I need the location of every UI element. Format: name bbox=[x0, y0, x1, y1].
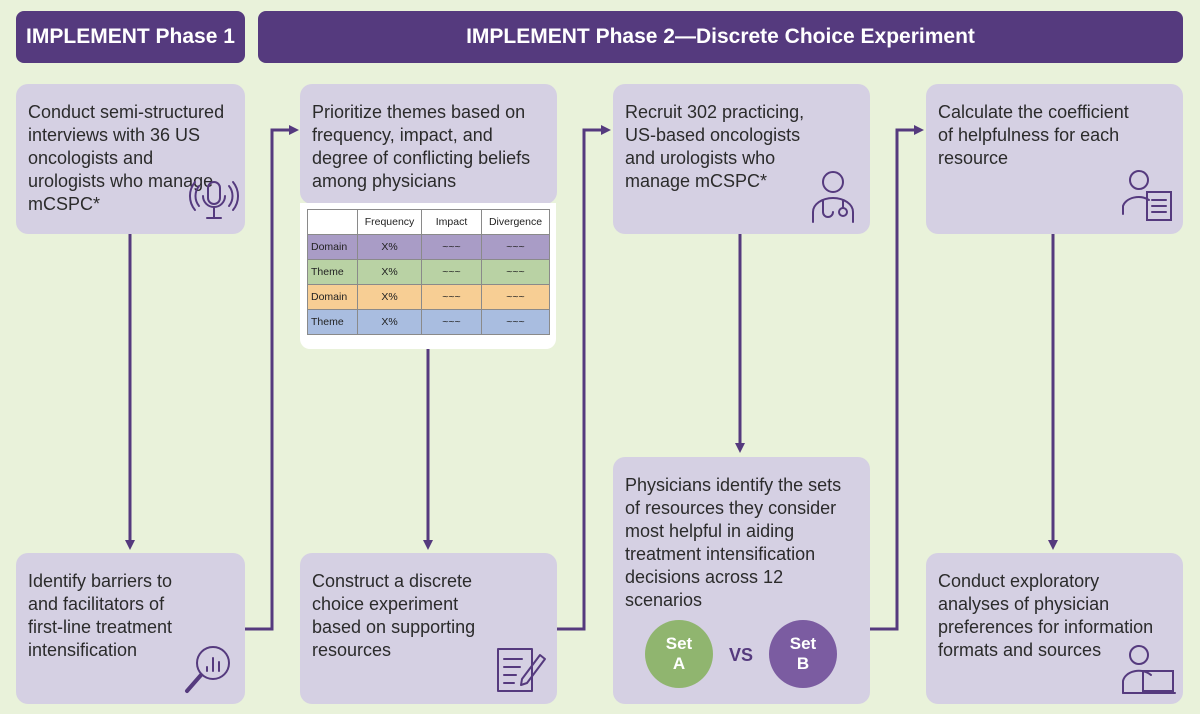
table-cell-divergence: ~~~ bbox=[481, 259, 550, 285]
microphone-icon bbox=[186, 172, 242, 228]
table-header-impact: Impact bbox=[421, 209, 482, 235]
set-a-label-line1: Set bbox=[665, 634, 693, 653]
interviews-text: Conduct semi-structured interviews with … bbox=[28, 102, 225, 214]
set-b-label-line1: Set bbox=[789, 634, 817, 653]
table-cell-divergence: ~~~ bbox=[481, 309, 550, 335]
construct-box: Construct a discrete choice experiment b… bbox=[300, 553, 557, 704]
table-cell-label: Theme bbox=[307, 259, 358, 285]
table-cell-divergence: ~~~ bbox=[481, 284, 550, 310]
prioritize-text: Prioritize themes based on frequency, im… bbox=[312, 102, 531, 191]
barriers-box: Identify barriers to and facilitators of… bbox=[16, 553, 245, 704]
set-a-label-line2: A bbox=[672, 654, 686, 673]
exploratory-text: Conduct exploratory analyses of physicia… bbox=[938, 571, 1154, 660]
exploratory-box: Conduct exploratory analyses of physicia… bbox=[926, 553, 1183, 704]
phase1-banner: IMPLEMENT Phase 1 bbox=[16, 11, 245, 63]
table-row: Theme X% ~~~ ~~~ bbox=[307, 259, 550, 285]
person-document-icon bbox=[1121, 166, 1177, 222]
table-row: Theme X% ~~~ ~~~ bbox=[307, 309, 550, 335]
table-cell-label: Domain bbox=[307, 234, 358, 260]
set-a-circle: Set A bbox=[645, 620, 713, 688]
arrow-barriers-to-prioritize bbox=[245, 125, 299, 631]
table-cell-frequency: X% bbox=[357, 309, 422, 335]
theme-table-card: Frequency Impact Divergence Domain X% ~~… bbox=[300, 203, 556, 349]
table-cell-frequency: X% bbox=[357, 234, 422, 260]
barriers-text: Identify barriers to and facilitators of… bbox=[28, 571, 173, 660]
document-pen-icon bbox=[492, 641, 548, 697]
table-header-divergence: Divergence bbox=[481, 209, 550, 235]
table-header-blank bbox=[307, 209, 358, 235]
table-cell-frequency: X% bbox=[357, 259, 422, 285]
recruit-text: Recruit 302 practicing, US-based oncolog… bbox=[625, 102, 805, 191]
table-cell-impact: ~~~ bbox=[421, 234, 482, 260]
phase2-banner: IMPLEMENT Phase 2—Discrete Choice Experi… bbox=[258, 11, 1183, 63]
table-cell-divergence: ~~~ bbox=[481, 234, 550, 260]
prioritize-box: Prioritize themes based on frequency, im… bbox=[300, 84, 557, 204]
table-cell-impact: ~~~ bbox=[421, 284, 482, 310]
theme-table-header: Frequency Impact Divergence bbox=[307, 209, 550, 235]
magnifier-chart-icon bbox=[181, 641, 237, 697]
table-cell-label: Theme bbox=[307, 309, 358, 335]
set-b-label-line2: B bbox=[796, 654, 810, 673]
table-header-frequency: Frequency bbox=[357, 209, 422, 235]
table-cell-frequency: X% bbox=[357, 284, 422, 310]
calculate-box: Calculate the coefficient of helpfulness… bbox=[926, 84, 1183, 234]
arrow-identify-to-calculate bbox=[870, 125, 924, 631]
set-b-circle: Set B bbox=[769, 620, 837, 688]
doctor-stethoscope-icon bbox=[805, 168, 861, 224]
table-row: Domain X% ~~~ ~~~ bbox=[307, 234, 550, 260]
table-cell-label: Domain bbox=[307, 284, 358, 310]
interviews-box: Conduct semi-structured interviews with … bbox=[16, 84, 245, 234]
table-row: Domain X% ~~~ ~~~ bbox=[307, 284, 550, 310]
versus-label: VS bbox=[729, 645, 754, 665]
construct-text: Construct a discrete choice experiment b… bbox=[312, 571, 476, 660]
table-cell-impact: ~~~ bbox=[421, 309, 482, 335]
identify-text: Physicians identify the sets of resource… bbox=[625, 475, 842, 610]
recruit-box: Recruit 302 practicing, US-based oncolog… bbox=[613, 84, 870, 234]
arrow-construct-to-recruit bbox=[557, 125, 611, 631]
table-cell-impact: ~~~ bbox=[421, 259, 482, 285]
theme-table: Frequency Impact Divergence Domain X% ~~… bbox=[307, 209, 550, 335]
person-laptop-icon bbox=[1121, 643, 1177, 699]
calculate-text: Calculate the coefficient of helpfulness… bbox=[938, 102, 1129, 168]
